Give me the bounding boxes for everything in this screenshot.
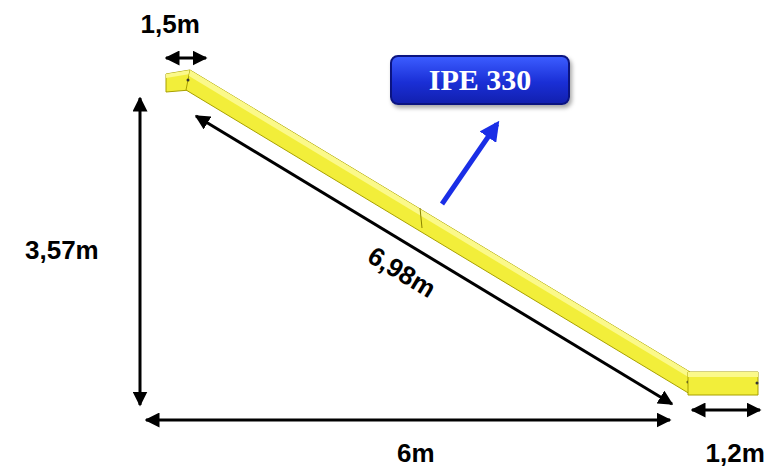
- bottom-beam-segment: [688, 372, 759, 395]
- dimension-line: [196, 116, 672, 404]
- diagonal-beam: [186, 70, 690, 394]
- dimension-line: [139, 98, 142, 405]
- dimension-line: [692, 409, 760, 412]
- callout-text: IPE 330: [429, 65, 532, 95]
- dimension-line: [146, 419, 670, 422]
- dimension-label: 3,57m: [25, 237, 99, 263]
- section-callout-box: IPE 330: [390, 55, 570, 105]
- dimension-label: 1,2m: [706, 440, 765, 466]
- dimension-label: 6,98m: [364, 242, 441, 302]
- dimension-line: [166, 57, 206, 60]
- pointer-arrow: [442, 124, 497, 204]
- dimension-label: 1,5m: [141, 11, 200, 37]
- dimension-label: 6m: [397, 440, 435, 466]
